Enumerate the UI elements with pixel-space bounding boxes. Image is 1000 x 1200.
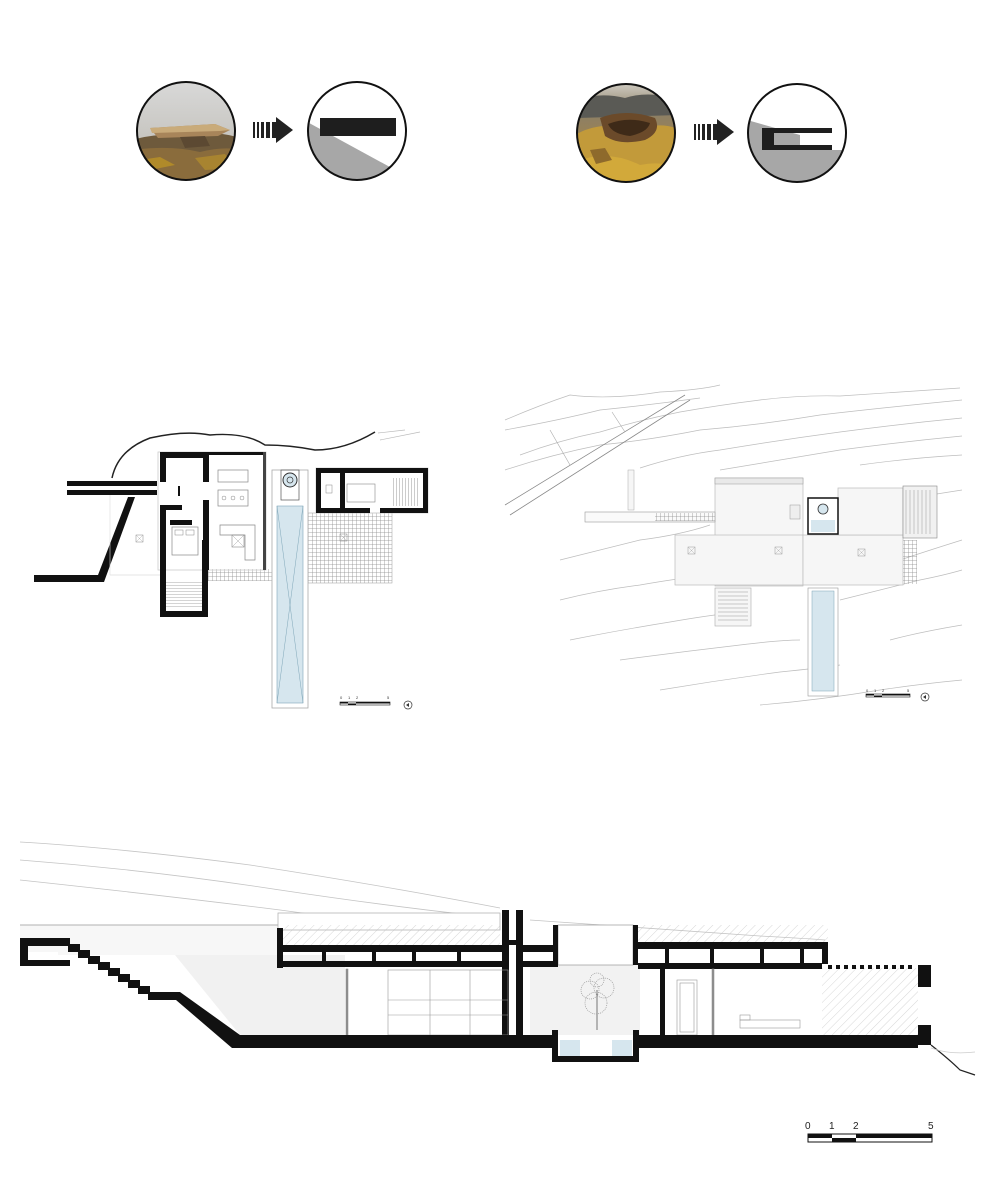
svg-text:1: 1: [348, 695, 351, 700]
arrow-right-icon: [694, 119, 734, 145]
contour-lines: [504, 384, 963, 706]
svg-text:5: 5: [387, 695, 390, 700]
arrow-right-icon: [253, 117, 293, 143]
north-arrow-icon: [403, 700, 413, 710]
roof-slab: [638, 925, 828, 1035]
scale-label-5: 5: [928, 1121, 934, 1132]
pool: [807, 587, 839, 697]
svg-text:0: 0: [340, 695, 343, 700]
scale-label-0: 0: [805, 1121, 811, 1132]
svg-text:2: 2: [882, 688, 885, 693]
pergola: [828, 965, 912, 969]
svg-text:5: 5: [907, 688, 910, 693]
rock-slab-photo: [136, 81, 236, 181]
scale-label-1: 1: [829, 1121, 835, 1132]
roof-plan: [584, 469, 938, 627]
scale-bar: 0 1 2 5: [865, 688, 911, 698]
roof-slab: [277, 912, 509, 968]
svg-text:1: 1: [874, 688, 877, 693]
pool: [271, 469, 309, 709]
scale-label-2: 2: [853, 1121, 859, 1132]
living-block: [157, 451, 267, 571]
entry-stair: [20, 938, 240, 1048]
scale-bar: 0 1 2 5: [339, 695, 391, 706]
tree-icon: [580, 972, 615, 1030]
north-arrow-icon: [920, 692, 930, 702]
scale-bar: 0 1 2 5: [805, 1121, 934, 1143]
svg-text:2: 2: [356, 695, 359, 700]
courtyard: [523, 924, 638, 1030]
svg-text:0: 0: [866, 688, 869, 693]
bedroom-wing: [135, 505, 208, 617]
guest-block: [315, 467, 429, 542]
ground-slab: [240, 1030, 931, 1062]
